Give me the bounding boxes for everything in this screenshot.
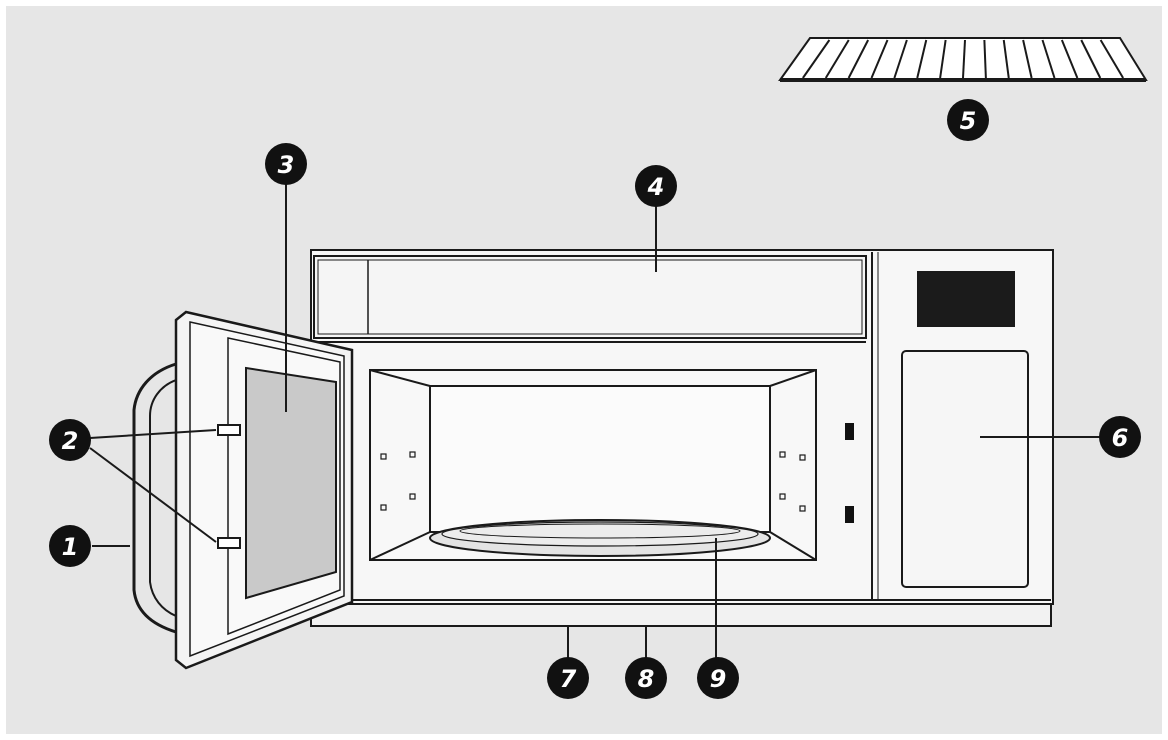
svg-text:2: 2 (62, 427, 79, 455)
rack-bar (824, 39, 850, 79)
vent-grille (313, 255, 867, 343)
latch-slots (845, 423, 854, 523)
rack-bar (962, 39, 966, 79)
rack-bar (1060, 39, 1079, 79)
rack-bar (870, 39, 889, 79)
svg-text:6: 6 (1112, 424, 1129, 452)
callout-7: 7 (547, 657, 589, 699)
turntable (429, 519, 771, 557)
rack-bar (802, 39, 831, 79)
callout-5: 5 (947, 99, 989, 141)
svg-text:8: 8 (638, 665, 655, 693)
callout-8: 8 (625, 657, 667, 699)
rack-bar (847, 39, 870, 79)
door-latches (217, 424, 241, 549)
door-window (245, 366, 337, 600)
rack-bar (983, 39, 987, 79)
callout-4: 4 (635, 165, 677, 207)
svg-text:5: 5 (960, 107, 977, 135)
rack-bar (1002, 39, 1010, 79)
svg-text:1: 1 (62, 533, 79, 561)
door (132, 310, 354, 670)
callout-1: 1 (49, 525, 91, 567)
svg-text:9: 9 (710, 665, 727, 693)
display-screen (917, 271, 1015, 327)
callout-3: 3 (265, 143, 307, 185)
svg-text:4: 4 (647, 173, 665, 201)
rack-bar (916, 39, 928, 79)
svg-text:3: 3 (278, 151, 295, 179)
rack-bar (893, 39, 908, 79)
rack-bar (1022, 39, 1033, 79)
leader-lines (89, 178, 1104, 664)
callout-6: 6 (1099, 416, 1141, 458)
svg-text:7: 7 (560, 665, 577, 693)
oven-rack (778, 37, 1148, 82)
control-panel (871, 252, 1029, 600)
callout-2: 2 (49, 419, 91, 461)
keypad-area (901, 350, 1029, 588)
rack-bar (1099, 39, 1124, 79)
rack-bar (1080, 39, 1102, 79)
rack-bar (1041, 39, 1056, 79)
callout-9: 9 (697, 657, 739, 699)
door-handle (132, 362, 177, 634)
rack-bar (939, 39, 947, 79)
